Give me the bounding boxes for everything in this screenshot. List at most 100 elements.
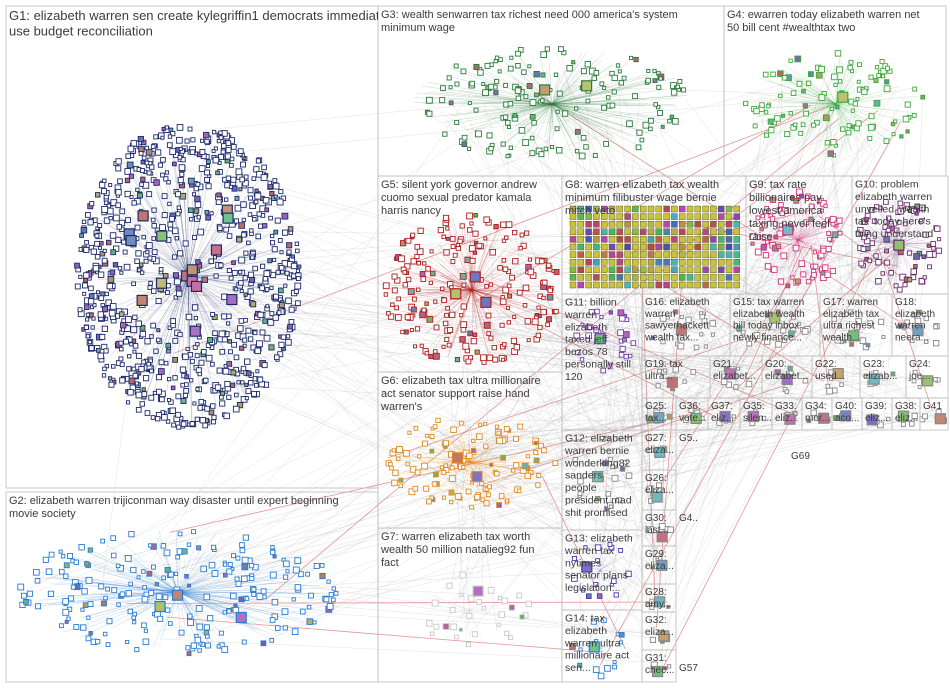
- node-avatar: [36, 604, 41, 609]
- node-avatar: [286, 298, 292, 304]
- node-avatar: [455, 120, 459, 124]
- node-avatar: [498, 70, 501, 73]
- node-thumbnail: [710, 214, 716, 220]
- node-avatar: [149, 282, 153, 286]
- node-avatar: [84, 305, 89, 310]
- node-avatar: [327, 580, 330, 583]
- node-thumbnail: [664, 274, 670, 280]
- node-avatar: [460, 337, 465, 342]
- node-avatar: [221, 144, 226, 149]
- node-avatar: [494, 91, 498, 95]
- node-avatar: [575, 149, 578, 152]
- node-avatar: [168, 202, 171, 205]
- node-avatar: [383, 283, 389, 289]
- node-avatar: [176, 555, 180, 559]
- node-avatar: [283, 626, 287, 630]
- node-avatar: [205, 406, 210, 411]
- node-avatar: [764, 133, 768, 137]
- node-avatar: [240, 177, 245, 182]
- node-thumbnail: [625, 229, 631, 235]
- node-avatar: [235, 288, 238, 291]
- node-avatar: [472, 632, 477, 637]
- node-avatar: [294, 289, 298, 293]
- node-avatar: [175, 237, 178, 240]
- node-avatar: [484, 501, 489, 506]
- node-avatar: [124, 264, 130, 270]
- node-avatar: [188, 619, 194, 625]
- node-avatar: [538, 325, 542, 329]
- node-avatar: [140, 169, 144, 173]
- node-thumbnail: [617, 282, 623, 288]
- node-avatar: [260, 286, 265, 291]
- node-avatar: [528, 65, 531, 68]
- node-avatar: [799, 261, 805, 267]
- node-avatar: [933, 340, 938, 345]
- node-avatar: [46, 569, 52, 575]
- node-avatar: [220, 395, 224, 399]
- node-avatar: [178, 178, 183, 183]
- node-avatar: [264, 335, 270, 341]
- node-thumbnail: [687, 259, 693, 265]
- node-avatar: [270, 234, 273, 237]
- node-avatar: [248, 337, 252, 341]
- node-avatar: [141, 160, 145, 164]
- node-avatar: [623, 332, 629, 338]
- group-label-line: G28:: [645, 587, 667, 598]
- node-thumbnail: [578, 259, 584, 265]
- node-thumbnail: [726, 236, 732, 242]
- hub-node: [935, 414, 945, 424]
- node-avatar: [248, 289, 253, 294]
- node-avatar: [426, 267, 430, 271]
- group-label-g39: G39:eliz...: [865, 401, 888, 424]
- node-avatar: [443, 624, 449, 630]
- node-avatar: [178, 251, 183, 256]
- node-avatar: [230, 164, 234, 168]
- node-avatar: [691, 370, 696, 375]
- node-avatar: [418, 455, 421, 458]
- node-avatar: [178, 155, 182, 159]
- node-avatar: [625, 318, 629, 322]
- node-avatar: [808, 72, 813, 77]
- node-thumbnail: [593, 252, 599, 258]
- node-thumbnail: [703, 214, 709, 220]
- node-avatar: [472, 439, 475, 442]
- node-avatar: [541, 73, 545, 77]
- node-avatar: [231, 554, 235, 558]
- node-avatar: [874, 254, 878, 258]
- node-avatar: [802, 329, 808, 335]
- node-thumbnail: [625, 259, 631, 265]
- node-thumbnail: [679, 214, 685, 220]
- node-avatar: [516, 51, 521, 56]
- node-avatar: [824, 204, 827, 207]
- node-avatar: [506, 155, 509, 158]
- node-avatar: [461, 322, 467, 328]
- node-avatar: [594, 70, 599, 75]
- node-avatar: [622, 76, 626, 80]
- group-label-line: mitch veto: [565, 205, 615, 217]
- node-thumbnail: [679, 236, 685, 242]
- node-thumbnail: [593, 229, 599, 235]
- node-avatar: [440, 466, 443, 469]
- node-avatar: [169, 227, 173, 231]
- node-avatar: [197, 546, 201, 550]
- node-thumbnail: [640, 267, 646, 273]
- node-avatar: [74, 560, 78, 564]
- node-avatar: [657, 85, 661, 89]
- node-avatar: [279, 189, 283, 193]
- node-avatar: [425, 302, 429, 306]
- node-avatar: [225, 154, 230, 159]
- node-avatar: [242, 640, 246, 644]
- node-avatar: [221, 150, 225, 154]
- node-avatar: [408, 289, 414, 295]
- node-avatar: [451, 260, 455, 264]
- node-avatar: [502, 598, 508, 604]
- group-label-line: G16: elizabeth: [645, 297, 710, 308]
- node-thumbnail: [656, 229, 662, 235]
- node-avatar: [921, 95, 925, 99]
- node-avatar: [147, 171, 151, 175]
- node-thumbnail: [609, 244, 615, 250]
- node-avatar: [934, 325, 938, 329]
- group-label-line: eliz...: [711, 413, 734, 424]
- group-label-line: newly finance...: [733, 332, 802, 343]
- node-avatar: [509, 605, 514, 610]
